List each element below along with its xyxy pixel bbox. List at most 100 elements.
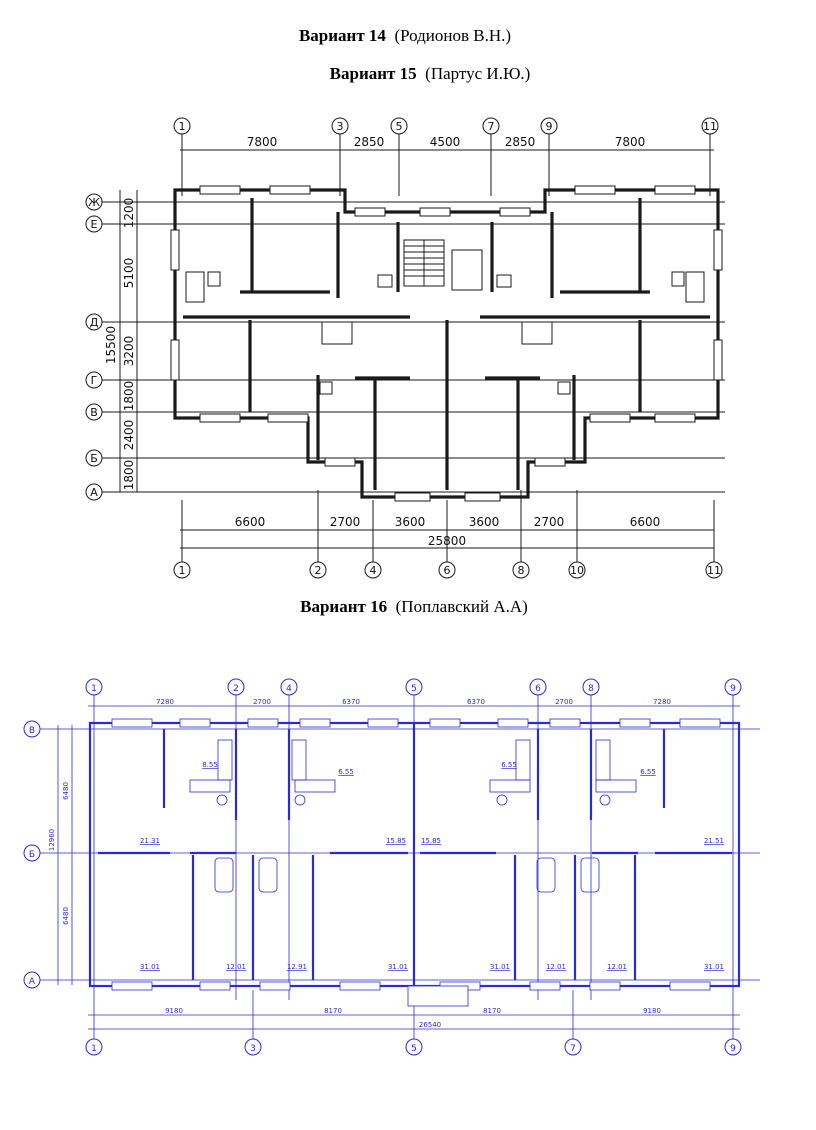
variant-15-heading: Вариант 15 (Партус И.Ю.) [22, 64, 816, 84]
plan15-left-axis-0-circle [85, 193, 103, 211]
plan15-bottom-axis-3-label: 6 [444, 564, 451, 577]
plan15-top-axis-5-circle [701, 117, 719, 135]
plan15-left-axis-3-circle [85, 371, 103, 389]
plan15-left-axis-4-label: В [90, 406, 98, 419]
plan15-top-axes: 1 3 5 7 9 11 [173, 117, 719, 135]
plan15-bottom-axis-1-label: 2 [315, 564, 322, 577]
plan15-left-axis-1: Е [85, 215, 103, 233]
plan15-bottom-axis-6: 11 [705, 561, 723, 579]
plan15-left-axes: ЖЕ Д Г В Б А [85, 193, 103, 501]
plan15-walls [173, 188, 720, 499]
plan15-top-dim-2: 4500 [430, 135, 461, 149]
plan15-bottom-axes: 1 2 4 6 8 10 11 [173, 561, 723, 579]
plan15-bottom-axis-4-label: 8 [518, 564, 525, 577]
plan15-top-axis-4-label: 9 [546, 120, 553, 133]
plan15-left-dim-2: 3200 [122, 336, 136, 367]
plan15-left-axis-5: Б [85, 449, 103, 467]
plan15-top-axis-1: 3 [331, 117, 349, 135]
plan15-bottom-axis-3-circle [438, 561, 456, 579]
plan15-bottom-dim-1: 2700 [330, 515, 361, 529]
plan15-top-dim-1: 2850 [354, 135, 385, 149]
plan15-bottom-axis-2-circle [364, 561, 382, 579]
plan15-bottom-dim-4: 2700 [534, 515, 565, 529]
plan15-bottom-axis-5-label: 10 [570, 564, 584, 577]
plan15-left-axis-5-label: Б [90, 452, 98, 465]
plan15-top-axis-5: 11 [701, 117, 719, 135]
plan15-top-dim-4: 7800 [615, 135, 646, 149]
plan15-left-axis-2: Д [85, 313, 103, 331]
plan15-left-axis-3-label: Г [91, 374, 98, 387]
plan15-left-total: 15500 [104, 326, 118, 364]
plan15-left-axis-4: В [85, 403, 103, 421]
plan15-bottom-dim-2: 3600 [395, 515, 426, 529]
plan15-dimension-lines [98, 133, 725, 562]
plan15-top-axis-3-circle [482, 117, 500, 135]
plan15-top-axis-0: 1 [173, 117, 191, 135]
plan15-left-axis-6-circle [85, 483, 103, 501]
plan15-left-axis-0-label: Ж [88, 196, 100, 209]
plan15-bottom-axis-4-circle [512, 561, 530, 579]
plan15-top-dim-3: 2850 [505, 135, 536, 149]
plan15-top-dimensions: 7800 2850 4500 2850 7800 [247, 135, 646, 149]
plan15-bottom-dim-5: 6600 [630, 515, 661, 529]
plan15-left-axis-0: Ж [85, 193, 103, 211]
plan15-bottom-axis-0-circle [173, 561, 191, 579]
plan15-top-axis-2: 5 [390, 117, 408, 135]
plan15-top-axis-0-circle [173, 117, 191, 135]
plan15-bottom-axis-6-circle [705, 561, 723, 579]
plan15-left-axis-3: Г [85, 371, 103, 389]
plan15-top-axis-4: 9 [540, 117, 558, 135]
plan15-bottom-dim-3: 3600 [469, 515, 500, 529]
plan15-bottom-total: 25800 [428, 534, 466, 548]
variant-16-author: (Поплавский А.А) [395, 597, 528, 616]
plan15-left-dim-5: 1800 [122, 460, 136, 491]
variant-15-label: Вариант 15 [329, 64, 417, 83]
plan15-left-dim-0: 1200 [122, 198, 136, 229]
plan15-top-axis-3: 7 [482, 117, 500, 135]
variant-14-label: Вариант 14 [298, 26, 386, 45]
plan15-top-axis-4-circle [540, 117, 558, 135]
plan15-bottom-axis-5-circle [568, 561, 586, 579]
plan15-left-axis-1-circle [85, 215, 103, 233]
plan15-left-dim-3: 1800 [122, 381, 136, 412]
plan15-bottom-axis-2-label: 4 [370, 564, 377, 577]
plan15-top-axis-2-circle [390, 117, 408, 135]
plan15-bottom-axis-5: 10 [568, 561, 586, 579]
plan15-left-dim-4: 2400 [122, 420, 136, 451]
plan15-bottom-axis-0: 1 [173, 561, 191, 579]
plan15-left-axis-6: А [85, 483, 103, 501]
plan15-top-axis-5-label: 11 [703, 120, 717, 133]
plan15-windows [170, 185, 723, 502]
plan15-bottom-dimensions: 6600 2700 3600 3600 2700 6600 25800 [235, 515, 661, 548]
plan15-top-axis-1-label: 3 [337, 120, 344, 133]
plan15-left-axis-2-circle [85, 313, 103, 331]
plan15-left-axis-1-label: Е [91, 218, 98, 231]
plan15-sanitary-fixtures [185, 271, 705, 395]
plan15-bottom-axis-1-circle [309, 561, 327, 579]
plan15-left-axis-6-label: А [90, 486, 98, 499]
variant-15-author: (Партус И.Ю.) [425, 64, 531, 83]
plan15-bottom-axis-4: 8 [512, 561, 530, 579]
variant-16-heading: Вариант 16 (Поплавский А.А) [6, 597, 816, 617]
plan15-left-axis-4-circle [85, 403, 103, 421]
plan15-bottom-axis-3: 6 [438, 561, 456, 579]
variant-14-heading: Вариант 14 (Родионов В.Н.) [0, 26, 813, 46]
plan15-left-axis-5-circle [85, 449, 103, 467]
plan15-top-axis-0-label: 1 [179, 120, 186, 133]
plan15-left-axis-2-label: Д [90, 316, 99, 329]
plan15-bottom-axis-1: 2 [309, 561, 327, 579]
variant-16-label: Вариант 16 [300, 597, 388, 616]
plan15-top-axis-3-label: 7 [488, 120, 495, 133]
plan15-top-axis-1-circle [331, 117, 349, 135]
plan15-bottom-axis-0-label: 1 [179, 564, 186, 577]
plan15-top-dim-0: 7800 [247, 135, 278, 149]
plan15-left-dimensions: 1200 5100 3200 1800 2400 1800 15500 [104, 198, 136, 491]
plan15-bottom-axis-6-label: 11 [707, 564, 721, 577]
plan15-staircase [403, 239, 483, 291]
plan15-bottom-axis-2: 4 [364, 561, 382, 579]
plan15-left-dim-1: 5100 [122, 258, 136, 289]
plan15-top-axis-2-label: 5 [396, 120, 403, 133]
variant-14-author: (Родионов В.Н.) [394, 26, 512, 45]
plan15-bottom-dim-0: 6600 [235, 515, 266, 529]
